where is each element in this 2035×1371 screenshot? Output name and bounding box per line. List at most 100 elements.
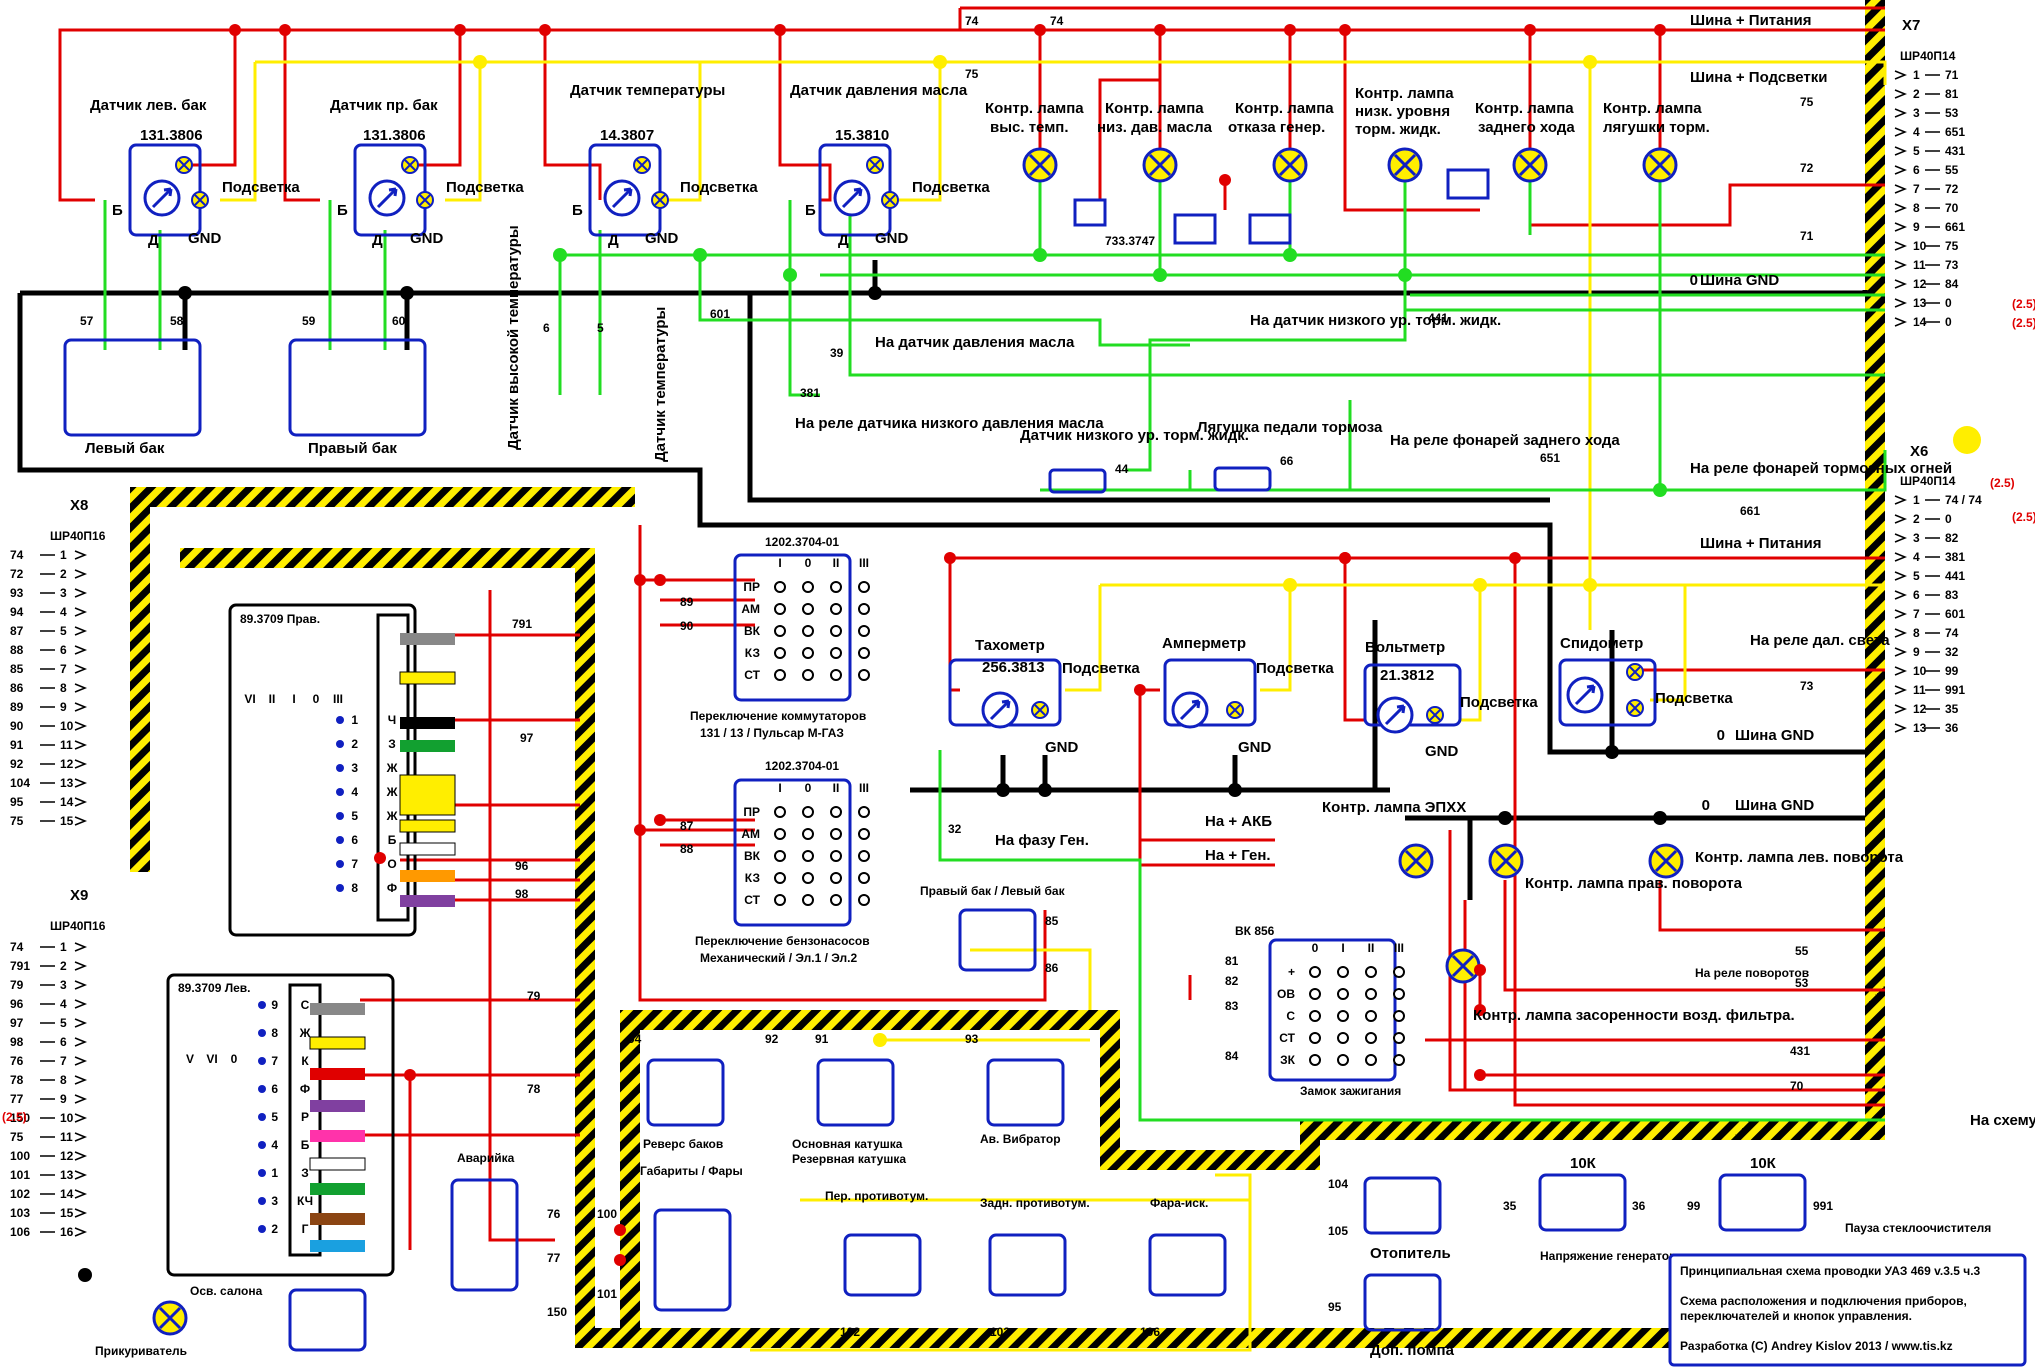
wiper-pause-label: Пауза стеклоочистителя [1845, 1221, 1991, 1235]
res10k-label-2: 10К [1750, 1155, 1777, 1172]
x8-pin-val-2: 72 [10, 567, 24, 581]
x8-pin-num-9: 9 [60, 700, 67, 714]
x8-pin-num-6: 6 [60, 643, 67, 657]
sw1-contact-2-1 [802, 625, 814, 637]
green-junction-0 [553, 248, 567, 262]
pin-b-1: Б [112, 202, 123, 219]
epxx-label: Контр. лампа ЭПХХ [1322, 799, 1466, 816]
rblock-letter-3: Ж [386, 785, 398, 799]
wn-89: 89 [680, 595, 694, 609]
to-akb-label: На + АКБ [1205, 813, 1272, 830]
green-junction-2 [783, 268, 797, 282]
red-junction-13 [654, 814, 666, 826]
sw1-contact-1-1 [802, 603, 814, 615]
x6-pin-val-9: 32 [1945, 645, 1959, 659]
sw2-contact-1-0 [774, 828, 786, 840]
x8-pin-mark-11 [74, 740, 88, 750]
sw1-contact-1-2 [830, 603, 842, 615]
sw1-contact-2-0 [774, 625, 786, 637]
x6-pin-mark-4 [1894, 552, 1908, 562]
front-fog-label: Пер. противотум. [825, 1189, 928, 1203]
x6-pin-val-10: 99 [1945, 664, 1959, 678]
black-junction-4 [1038, 783, 1052, 797]
wn-95: 95 [1328, 1300, 1342, 1314]
x7-name: X7 [1902, 17, 1920, 34]
search-light-label: Фара-иск. [1150, 1196, 1208, 1210]
x6-pin-mark-6 [1894, 590, 1908, 600]
x9-pin-num-12: 12 [60, 1149, 74, 1163]
switch2-code: 1202.3704-01 [765, 759, 839, 773]
x9-pin-val-3: 79 [10, 978, 24, 992]
wn-94: 94 [628, 1032, 642, 1046]
sw1-row-1: АМ [741, 602, 760, 616]
x7-pin-mark-5 [1894, 146, 1908, 156]
wn-101: 101 [597, 1287, 617, 1301]
pin-d-2: Д [372, 232, 383, 249]
x8-pin-mark-6 [74, 645, 88, 655]
wn-72: 72 [1800, 161, 1814, 175]
lblock-dot-3 [258, 1085, 266, 1093]
switch1-desc1: Переключение коммутаторов [690, 709, 866, 723]
x6-pin-num-10: 10 [1913, 664, 1927, 678]
to-low-oil-relay-label: На реле датчика низкого давления масла [795, 415, 1104, 432]
x7-pin-val-8: 70 [1945, 201, 1959, 215]
x7-pin-mark-13 [1894, 298, 1908, 308]
ign-col-3: III [1394, 941, 1404, 955]
black-junction-1 [400, 286, 414, 300]
to-turn-relay-label: На реле поворотов [1695, 966, 1809, 980]
red-junction-5 [1034, 24, 1046, 36]
wn-84: 84 [1225, 1049, 1239, 1063]
red-junction-6 [1154, 24, 1166, 36]
x6-pin-val-13: 36 [1945, 721, 1959, 735]
sw2-contact-2-3 [858, 850, 870, 862]
sw1-col-1: 0 [805, 556, 812, 570]
x8-pin-num-8: 8 [60, 681, 67, 695]
x9-pin-num-15: 15 [60, 1206, 74, 1220]
lighter-label: Прикуриватель [95, 1344, 187, 1358]
x8-pin-num-4: 4 [60, 605, 67, 619]
wire-numbers: 74 74 75 75 72 71 601 441 39 381 651 661… [80, 14, 1833, 1339]
rblock-dot-0 [336, 716, 344, 724]
wn-39: 39 [830, 346, 844, 360]
sw2-contact-4-2 [830, 894, 842, 906]
bus-power-label: Шина + Питания [1690, 12, 1812, 29]
wn-73: 73 [1800, 679, 1814, 693]
sw2-contact-1-2 [830, 828, 842, 840]
wn-106: 106 [1140, 1325, 1160, 1339]
rblock-pin-3: 3 [351, 761, 358, 775]
lblock-letter-3: Ф [300, 1082, 310, 1096]
red-junction-23 [374, 852, 386, 864]
lblock-letter-1: Ж [299, 1026, 311, 1040]
component-boxes [63, 143, 1807, 1352]
sw1-row-0: ПР [743, 580, 760, 594]
backlight-label-3: Подсветка [680, 179, 758, 196]
wn-75b: 75 [1800, 95, 1814, 109]
lblock-letter-4: Р [301, 1110, 309, 1124]
wn-55: 55 [1795, 944, 1809, 958]
x9-pin-val-14: 102 [10, 1187, 30, 1201]
lblock-pin-7: 3 [271, 1194, 278, 1208]
x9-pin-mark-8 [74, 1075, 88, 1085]
x9-pin-val-1: 74 [10, 940, 24, 954]
ign-contact-1-0 [1309, 988, 1321, 1000]
ign-contact-3-1 [1337, 1032, 1349, 1044]
red-junction-11 [1219, 174, 1231, 186]
x9-pin-num-2: 2 [60, 959, 67, 973]
lblock-dot-0 [258, 1001, 266, 1009]
sensor-code-3: 14.3807 [600, 127, 654, 144]
x8-pin-mark-9 [74, 702, 88, 712]
lamp-label-1b: выс. темп. [990, 119, 1069, 136]
zero-label-2: 0 [1717, 727, 1725, 744]
x8-pin-num-11: 11 [60, 738, 73, 752]
lamp-label-3a: Контр. лампа [1235, 100, 1334, 117]
x8-pin-val-11: 91 [10, 738, 24, 752]
x9-pin-mark-14 [74, 1189, 88, 1199]
green-junction-6 [1653, 483, 1667, 497]
red-junction-3 [539, 24, 551, 36]
sw2-contact-3-0 [774, 872, 786, 884]
x8-pin-val-6: 88 [10, 643, 24, 657]
x8-pin-mark-5 [74, 626, 88, 636]
red-junction-12 [654, 574, 666, 586]
rblock-roman-2: I [292, 692, 295, 706]
gauge-gnd-1: GND [1045, 739, 1079, 756]
